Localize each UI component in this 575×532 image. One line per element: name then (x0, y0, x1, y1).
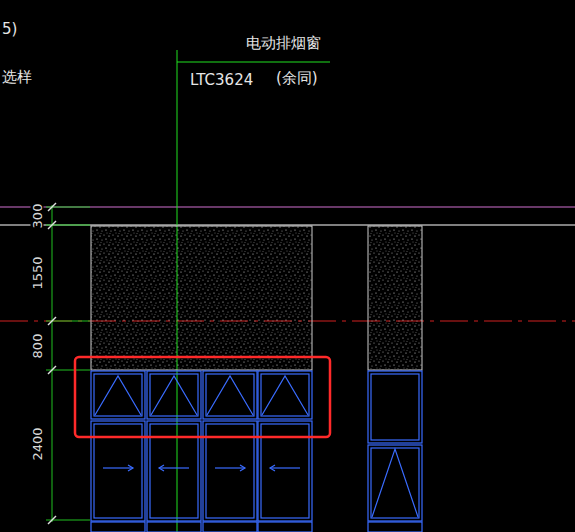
window-frame (91, 522, 145, 532)
window-frame (215, 467, 245, 468)
window-frame (151, 376, 197, 415)
window-frame (207, 376, 253, 415)
window-frame (91, 371, 145, 419)
window-frame (103, 467, 133, 468)
window-frame (371, 448, 419, 518)
window-frame (159, 465, 164, 471)
window-frame (270, 465, 275, 471)
window-frame (371, 374, 419, 440)
window-frame (258, 371, 312, 419)
window-code: LTC3624 (190, 73, 253, 88)
window-frame (147, 522, 201, 532)
window-frame (368, 445, 422, 521)
window-frame (94, 374, 142, 416)
window-frame (206, 374, 254, 416)
note-text: 5) (2, 22, 17, 37)
window-frame (203, 371, 257, 419)
window-frame (368, 522, 422, 532)
dimension-text: 2400 (31, 426, 44, 461)
callout-note: (余同) (276, 71, 318, 86)
dimension-text: 1550 (31, 255, 44, 290)
window-frame (368, 371, 422, 443)
callout-title: 电动排烟窗 (246, 36, 321, 51)
window-frame (270, 467, 300, 468)
window-frame (203, 522, 257, 532)
window-frame (159, 467, 189, 468)
window-frame (147, 371, 201, 419)
dimension-text: 800 (31, 333, 44, 360)
window-frame (150, 374, 198, 416)
window-frame (240, 465, 245, 471)
window-frame (261, 374, 309, 416)
note-text: 选样 (2, 70, 32, 85)
window-frame (262, 376, 308, 415)
window-frame (258, 522, 312, 532)
dimension-text: 300 (31, 203, 44, 230)
window-frame (128, 465, 133, 471)
window-frame (95, 376, 141, 415)
window-frame (372, 449, 418, 517)
